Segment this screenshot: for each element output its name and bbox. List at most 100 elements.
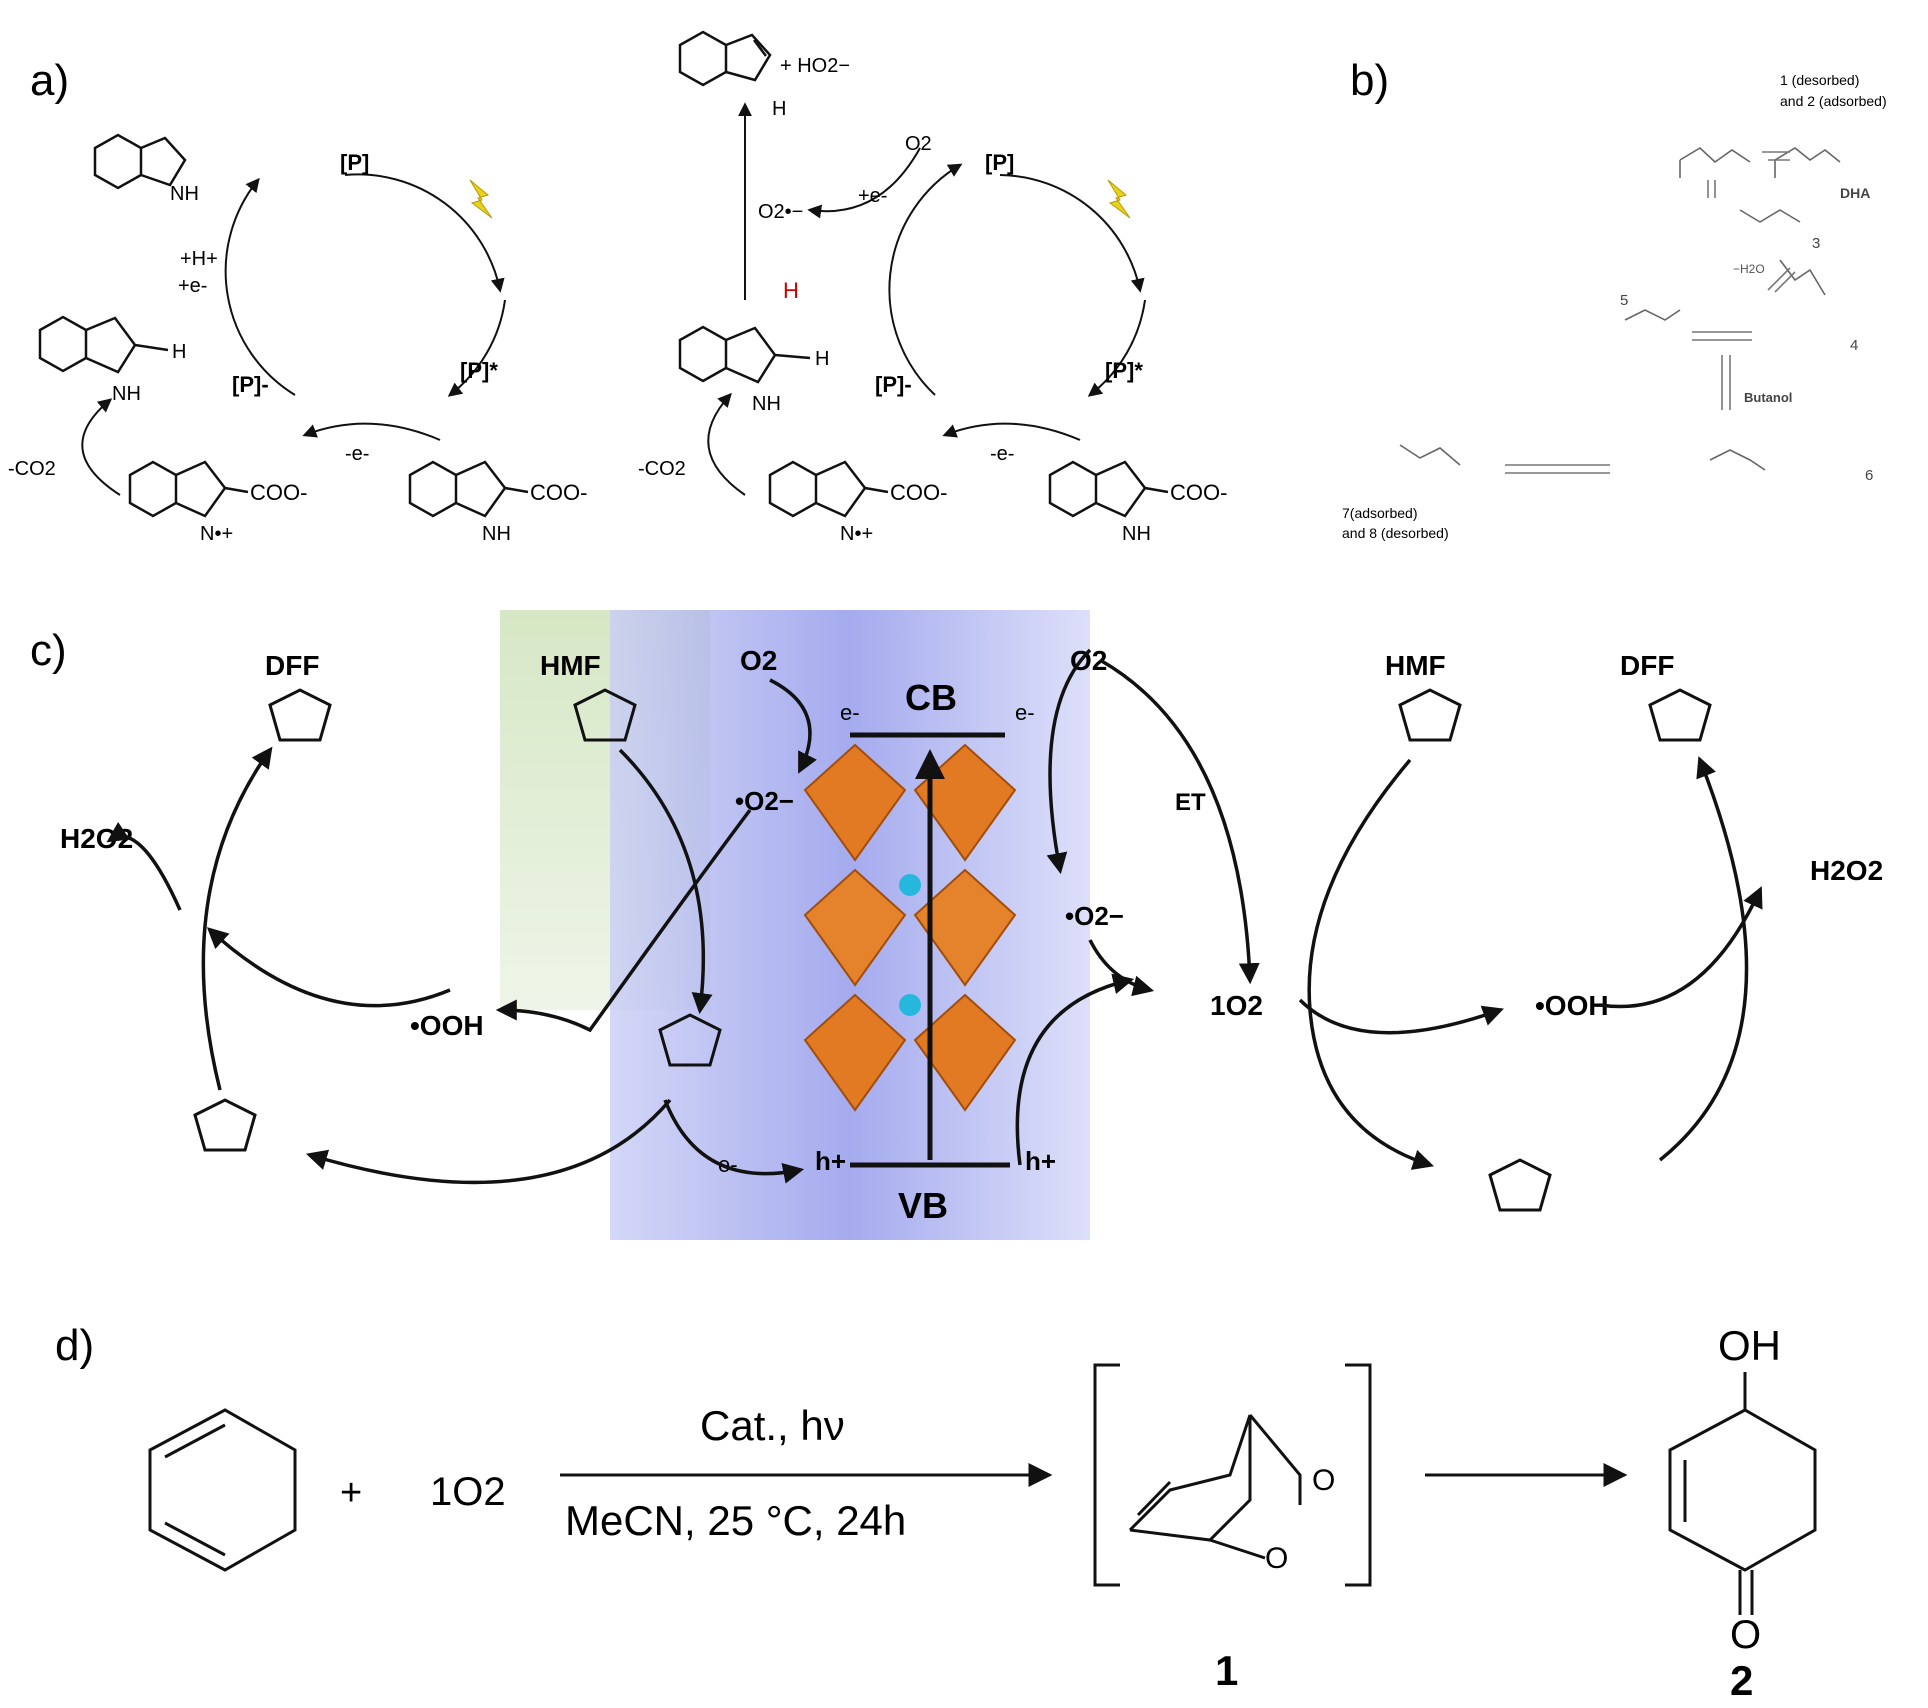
right-product-plus: + HO2− xyxy=(780,55,850,77)
panel-a: a) [P] [P]* [P]- +H+ +e- -e- -CO2 NH H N… xyxy=(0,0,1260,560)
left-n-radical: N•+ xyxy=(200,523,233,545)
panel-b-label: b) xyxy=(1350,56,1389,105)
note-2: and 2 (adsorbed) xyxy=(1780,93,1887,109)
radical-h: H xyxy=(172,341,186,363)
left-superoxide: •O2− xyxy=(735,786,794,816)
indoline-carboxylate-radical-cation-right xyxy=(768,460,889,518)
panel-c-scheme: c) CB VB e- e- h+ h+ e- DFF HMF H2O2 •OO… xyxy=(30,610,1883,1240)
right-p-minus: [P]- xyxy=(875,372,912,397)
right-coo-1: COO- xyxy=(890,480,947,505)
product-o: O xyxy=(1730,1613,1761,1657)
note-7: 7(adsorbed) xyxy=(1342,505,1418,521)
right-superoxide: O2•− xyxy=(758,201,803,223)
et-label: ET xyxy=(1175,789,1206,816)
dha-label: DHA xyxy=(1840,185,1870,201)
left-plus-h: +H+ xyxy=(180,248,218,270)
left-nh-2: NH xyxy=(482,523,511,545)
panel-c-label: c) xyxy=(30,626,67,675)
right-minus-co2: -CO2 xyxy=(638,458,686,480)
perovskite-octahedra xyxy=(803,743,1017,1112)
left-minus-co2: -CO2 xyxy=(8,458,56,480)
indoline-carboxylate xyxy=(408,460,529,518)
right-h2o2: H2O2 xyxy=(1810,855,1883,886)
indole-molecule xyxy=(678,30,772,87)
indoline-molecule xyxy=(93,133,187,190)
right-p: [P] xyxy=(985,150,1014,175)
num-4: 4 xyxy=(1850,337,1858,354)
right-minus-e: -e- xyxy=(990,443,1014,465)
hydroxy-cyclohexenone xyxy=(1668,1372,1817,1615)
panel-d-scheme: d) + 1O2 Cat., hν MeCN, 25 °C, 24h O O 1… xyxy=(55,1321,1817,1704)
butanol-label: Butanol xyxy=(1744,390,1792,405)
conditions-bottom: MeCN, 25 °C, 24h xyxy=(565,1497,906,1544)
left-h2o2: H2O2 xyxy=(60,823,133,854)
indolinyl-radical-left xyxy=(38,315,169,374)
peroxide-o-1: O xyxy=(1312,1464,1335,1497)
right-o2: O2 xyxy=(905,133,932,155)
num-3: 3 xyxy=(1812,235,1820,252)
peroxide-o-2: O xyxy=(1265,1542,1288,1575)
panel-b-scheme: b) 1 (desorbed) and 2 (adsorbed) DHA 3 −… xyxy=(1342,56,1887,541)
right-dff: DFF xyxy=(1620,650,1674,681)
panel-d-label: d) xyxy=(55,1321,94,1370)
left-dff: DFF xyxy=(265,650,319,681)
right-reaction-arrows xyxy=(1015,648,1763,1170)
right-radical-nh: NH xyxy=(752,393,781,415)
compound-2-label: 2 xyxy=(1730,1657,1753,1703)
right-coo-2: COO- xyxy=(1170,480,1227,505)
left-reaction-arrows xyxy=(106,678,817,1185)
panel-c: c) CB VB e- e- h+ h+ e- DFF HMF H2O2 •OO… xyxy=(0,590,1928,1260)
left-o2: O2 xyxy=(740,645,777,676)
left-plus-e: +e- xyxy=(178,275,207,297)
left-light-bolt-icon xyxy=(469,179,493,219)
panel-d: d) + 1O2 Cat., hν MeCN, 25 °C, 24h O O 1… xyxy=(0,1300,1928,1704)
singlet-oxygen: 1O2 xyxy=(1210,990,1263,1021)
note-8: and 8 (desorbed) xyxy=(1342,525,1449,541)
left-p-star: [P]* xyxy=(460,358,498,383)
vb-h-left: h+ xyxy=(815,1146,846,1176)
left-coo-2: COO- xyxy=(530,480,587,505)
furan-rings xyxy=(193,688,1712,1212)
b-structures xyxy=(1399,147,1841,471)
note-1: 1 (desorbed) xyxy=(1780,72,1859,88)
left-coo-1: COO- xyxy=(250,480,307,505)
panel-b: b) 1 (desorbed) and 2 (adsorbed) DHA 3 −… xyxy=(1320,0,1920,560)
vb-label: VB xyxy=(898,1185,948,1226)
left-p: [P] xyxy=(340,150,369,175)
compound-1-label: 1 xyxy=(1215,1647,1238,1694)
right-n-radical: N•+ xyxy=(840,523,873,545)
right-superoxide: •O2− xyxy=(1065,901,1124,931)
right-light-bolt-icon xyxy=(1107,179,1131,219)
left-photocatalytic-cycle xyxy=(81,173,506,496)
radical-nh: NH xyxy=(112,383,141,405)
right-radical-h: H xyxy=(815,348,829,370)
panel-a-scheme: a) [P] [P]* [P]- +H+ +e- -e- -CO2 NH H N… xyxy=(8,30,1227,545)
indoline-carboxylate-right xyxy=(1048,460,1169,518)
red-hydrogen: H xyxy=(783,278,799,303)
num-6: 6 xyxy=(1865,467,1873,484)
endoperoxide-intermediate xyxy=(1093,1363,1372,1587)
right-ooh: •OOH xyxy=(1535,990,1609,1021)
vb-h-right: h+ xyxy=(1025,1146,1056,1176)
cb-e-left: e- xyxy=(840,700,860,725)
left-hmf: HMF xyxy=(540,650,601,681)
left-ooh: •OOH xyxy=(410,1010,484,1041)
indoline-nh: NH xyxy=(170,183,199,205)
right-hmf: HMF xyxy=(1385,650,1446,681)
product-oh: OH xyxy=(1718,1322,1781,1369)
right-p-star: [P]* xyxy=(1105,358,1143,383)
left-minus-e: -e- xyxy=(345,443,369,465)
indoline-carboxylate-radical-cation xyxy=(128,460,249,518)
cb-label: CB xyxy=(905,677,957,718)
right-photocatalytic-cycle xyxy=(707,102,1146,496)
cb-e-right: e- xyxy=(1015,700,1035,725)
plus-sign: + xyxy=(340,1472,362,1514)
panel-a-label: a) xyxy=(30,56,69,105)
indolinyl-radical-right xyxy=(678,325,811,384)
cyclohexadiene xyxy=(148,1408,297,1572)
singlet-oxygen-d: 1O2 xyxy=(430,1470,506,1514)
left-p-minus: [P]- xyxy=(232,372,269,397)
indole-h: H xyxy=(772,98,786,120)
right-nh-2: NH xyxy=(1122,523,1151,545)
right-plus-e: +e- xyxy=(858,185,887,207)
